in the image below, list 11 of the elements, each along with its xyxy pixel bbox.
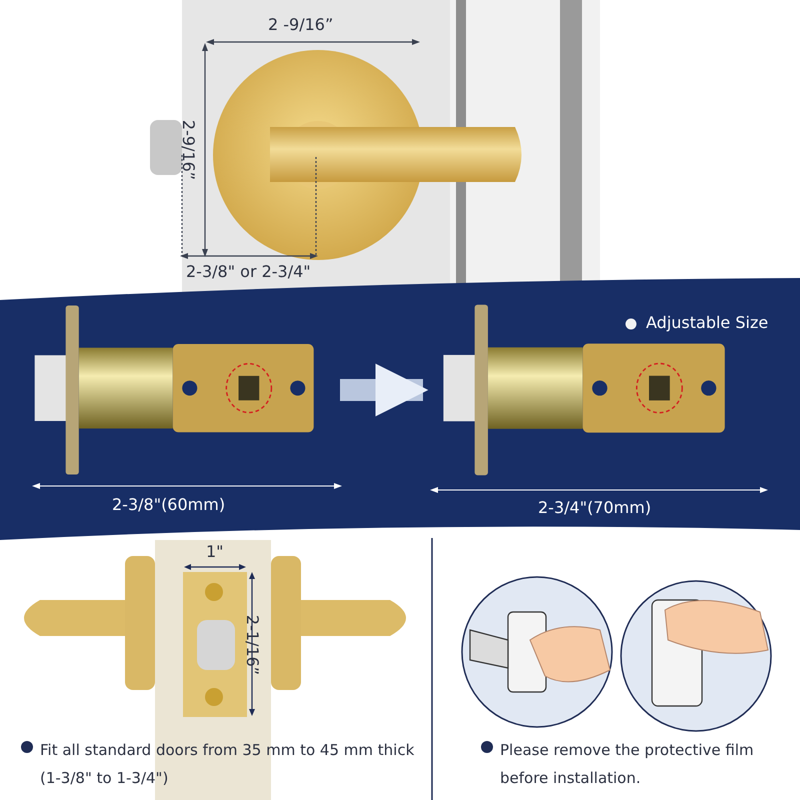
note-text: Fit all standard doors from 35 mm to 45 mm thick (1-3/8" to 1-3/4") xyxy=(40,740,416,789)
dimension-label: 2-3/4"(70mm) xyxy=(538,498,652,518)
note-text: Please remove the protective film before installation. xyxy=(500,740,755,789)
dimension-label: 2 -9/16” xyxy=(268,15,334,35)
dimension-label: 2-1/16” xyxy=(242,614,262,676)
note-text: Adjustable Size xyxy=(646,313,768,333)
dimension-label: 2-9/16” xyxy=(178,120,198,180)
dimension-label: 1" xyxy=(206,542,224,562)
arrow xyxy=(340,364,428,416)
dimension-label: 2-3/8"(60mm) xyxy=(112,495,226,515)
dimension-label: 2-3/8" or 2-3/4" xyxy=(186,262,311,282)
